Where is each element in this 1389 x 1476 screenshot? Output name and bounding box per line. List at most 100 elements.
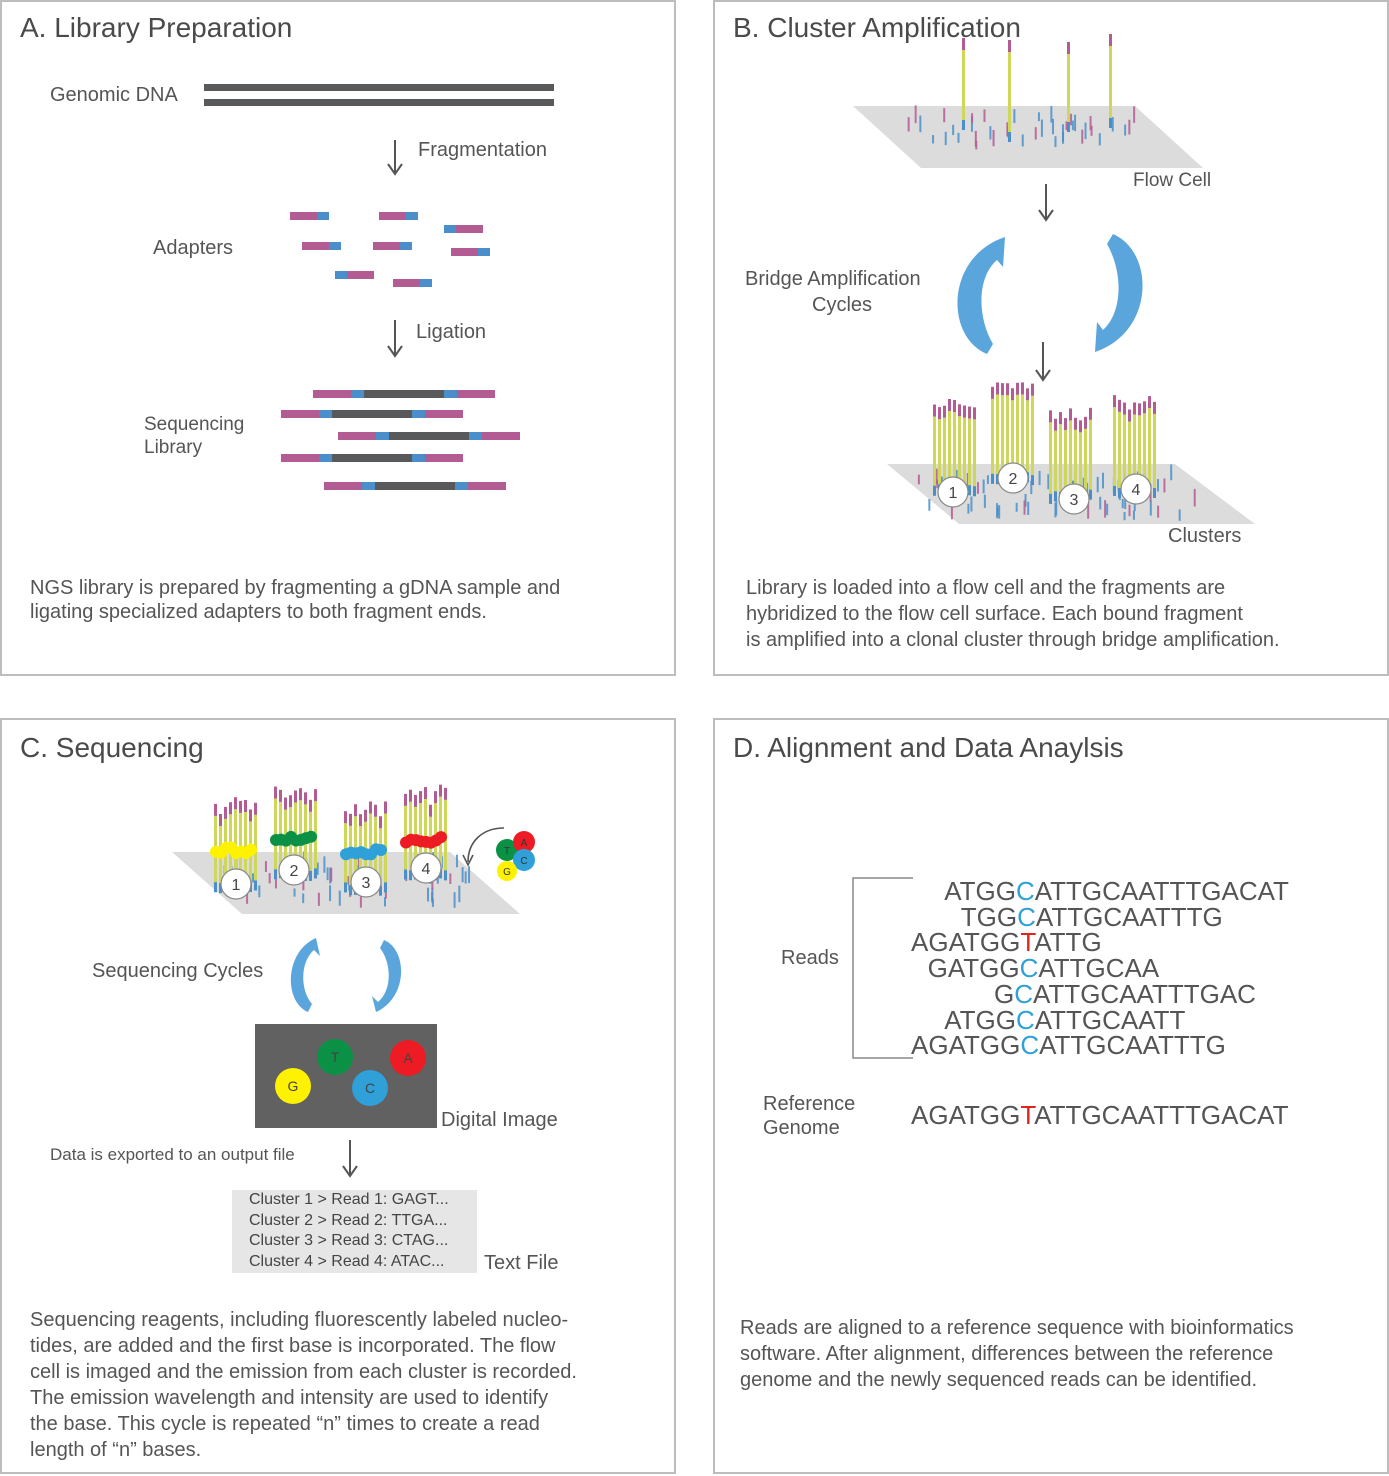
strand-adapter-magenta <box>424 787 427 800</box>
surface-probe <box>917 474 920 485</box>
fluorescent-label <box>375 843 387 856</box>
panel-c-description-1: Sequencing reagents, including fluoresce… <box>30 1309 569 1331</box>
flow-cell-label: Flow Cell <box>1133 170 1212 191</box>
surface-probe <box>1062 131 1065 144</box>
dna-strand <box>1049 422 1052 504</box>
strand-adapter-blue <box>1031 475 1034 486</box>
surface-probe <box>936 479 939 489</box>
library-insert <box>338 432 520 440</box>
strand-adapter-magenta <box>1031 383 1034 396</box>
strand-adapter-magenta <box>938 407 941 420</box>
strand-adapter-magenta <box>1011 388 1014 401</box>
strand-adapter-magenta <box>384 801 387 814</box>
image-spot-letter: C <box>365 1080 375 1096</box>
strand-adapter-magenta <box>239 800 242 813</box>
surface-probe <box>1104 500 1107 518</box>
strand-adapter-magenta <box>299 788 302 801</box>
strand-adapter-magenta <box>1049 410 1052 423</box>
strand-adapter-blue <box>254 880 257 891</box>
strand-adapter-magenta <box>1006 383 1009 396</box>
surface-probe <box>464 871 467 884</box>
panel-d-description-2: software. After alignment, differences b… <box>740 1343 1274 1365</box>
strand-adapter-magenta <box>379 816 382 829</box>
adapter-blue <box>412 454 425 462</box>
panel-b-description-1: Library is loaded into a flow cell and t… <box>746 577 1226 599</box>
strand-adapter-magenta <box>224 806 227 819</box>
surface-probe <box>919 115 922 133</box>
surface-probe <box>1106 503 1109 516</box>
image-spot <box>317 1039 353 1075</box>
strand-adapter-magenta <box>244 799 247 812</box>
strand-adapter-magenta <box>1016 382 1019 395</box>
dna-strand <box>948 411 951 496</box>
reads-label: Reads <box>781 947 839 969</box>
dna-strand <box>379 828 382 896</box>
strand-adapter-magenta <box>1074 417 1077 430</box>
panel-alignment-data-analysis: D. Alignment and Data Anaylsis Reads ATG… <box>713 718 1389 1474</box>
strand-adapter-blue <box>968 485 971 496</box>
panel-b-description-2: hybridized to the flow cell surface. Eac… <box>746 603 1243 625</box>
dna-strand <box>359 826 362 894</box>
sequence-bases: ATGG <box>944 876 1016 906</box>
strand-adapter-magenta <box>1069 408 1072 421</box>
strand-adapter-magenta <box>1084 416 1087 429</box>
sequence-bases: ATTGCAA <box>1038 953 1160 984</box>
surface-probe <box>1054 136 1057 148</box>
image-spot <box>275 1068 311 1104</box>
strand-adapter-magenta <box>958 404 961 417</box>
surface-probe <box>1124 124 1127 136</box>
panel-c-description-5: the base. This cycle is repeated “n” tim… <box>30 1413 540 1435</box>
surface-probe <box>967 503 970 514</box>
sequencing-library-label-2: Library <box>144 437 203 458</box>
dna-strand <box>1001 395 1004 483</box>
surface-probe <box>302 893 305 904</box>
strand-adapter-blue <box>309 870 312 881</box>
panel-d-title: D. Alignment and Data Anaylsis <box>733 732 1124 763</box>
strand-adapter-blue <box>344 882 347 893</box>
text-file-line: Cluster 1 > Read 1: GAGT... <box>249 1191 449 1208</box>
surface-probe <box>1178 509 1181 521</box>
dna-strand <box>1143 413 1146 493</box>
sequence-row: TGGCATTGCAATTTG <box>961 902 1223 933</box>
dna-strand <box>1011 400 1014 486</box>
strand-adapter-magenta <box>304 792 307 805</box>
panel-a-description-2: ligating specialized adapters to both fr… <box>30 601 487 623</box>
surface-probe <box>1065 121 1068 131</box>
sequence-row: AGATGGTATTG <box>911 927 1102 958</box>
panel-d-description-3: genome and the newly sequenced reads can… <box>740 1369 1258 1391</box>
panel-a-title: A. Library Preparation <box>20 12 293 43</box>
surface-probe <box>970 116 973 132</box>
surface-probe <box>975 140 978 150</box>
surface-probe <box>1099 496 1102 510</box>
surface-probe <box>957 132 960 143</box>
strand-adapter-blue <box>274 869 277 880</box>
surface-probe <box>1086 482 1089 499</box>
strand-adapter-blue <box>219 883 222 894</box>
surface-probe <box>268 873 271 884</box>
strand-adapter-magenta <box>309 799 312 812</box>
surface-probe <box>1111 117 1114 132</box>
strand-adapter-magenta <box>354 804 357 817</box>
sequence-row: ATGGCATTGCAATTTGACAT <box>944 876 1289 907</box>
variant-base: C <box>1020 1030 1040 1061</box>
strand-adapter-magenta <box>364 809 367 822</box>
cluster-number: 3 <box>1070 492 1079 509</box>
bridge-amplification-label-2: Cycles <box>812 294 873 316</box>
surface-probe <box>1071 120 1074 131</box>
adapter-blue <box>455 482 468 490</box>
dna-strand <box>1008 52 1011 142</box>
sequence-bases: ATTG <box>1034 927 1102 958</box>
dna-strand <box>933 416 936 496</box>
surface-probe <box>329 885 332 902</box>
text-file-line: Cluster 4 > Read 4: ATAC... <box>249 1252 445 1270</box>
surface-probe <box>1087 501 1090 519</box>
surface-probe <box>1040 119 1043 137</box>
surface-probe <box>1193 488 1196 507</box>
dna-strand <box>1089 419 1092 500</box>
surface-probe <box>1070 113 1073 126</box>
surface-probe <box>264 861 267 873</box>
variant-base: C <box>1014 978 1034 1009</box>
surface-probe <box>976 482 979 494</box>
